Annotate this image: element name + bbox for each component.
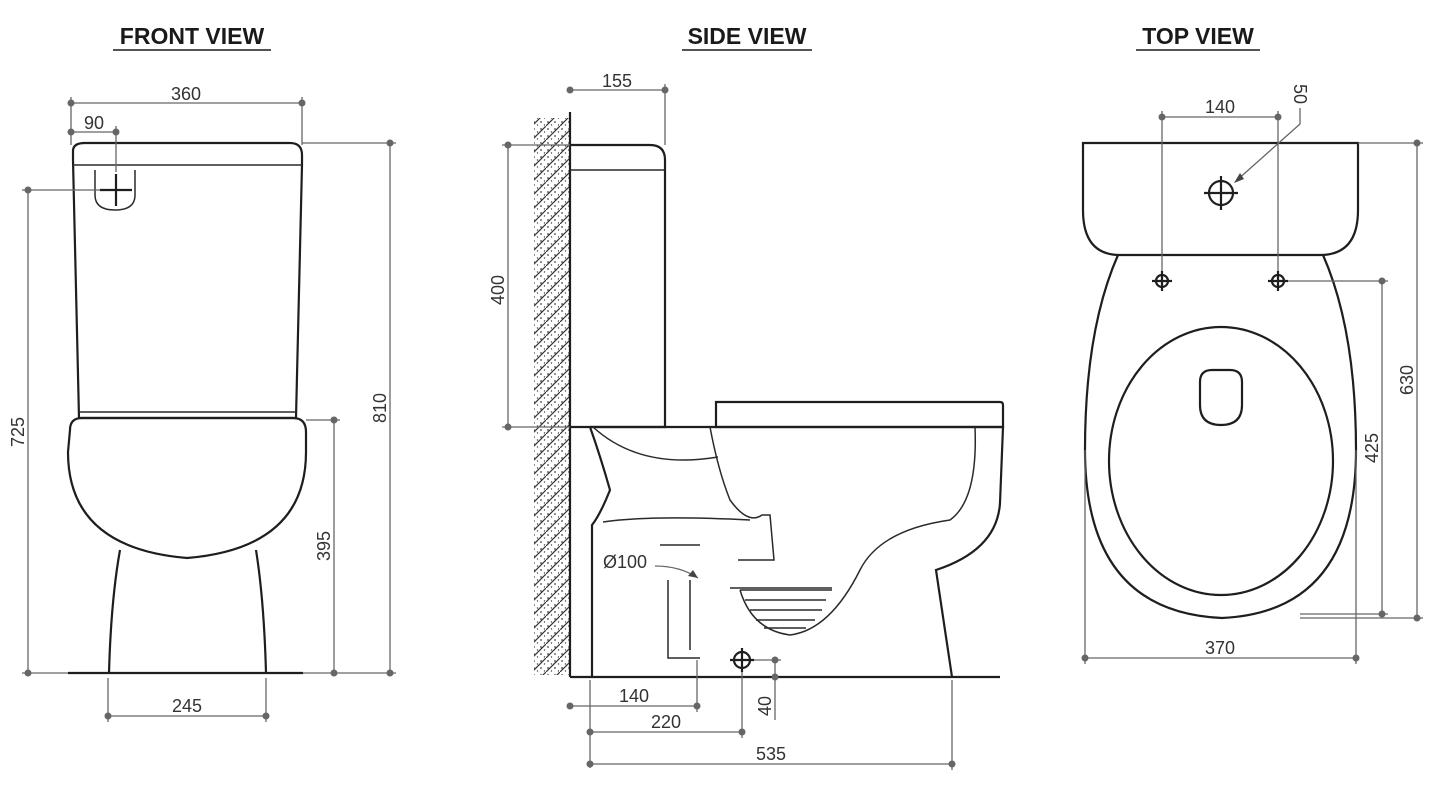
top-seat-opening bbox=[1107, 325, 1335, 597]
dim-side-outlet-height: 40 bbox=[755, 696, 775, 716]
dim-side-cistern-depth: 155 bbox=[602, 71, 632, 91]
top-view: 140 50 630 425 370 bbox=[1081, 84, 1423, 664]
dim-top-hole-spacing: 140 bbox=[1205, 97, 1235, 117]
dim-top-width: 370 bbox=[1205, 638, 1235, 658]
front-pedestal bbox=[107, 549, 122, 674]
side-seat bbox=[714, 400, 1005, 429]
dim-top-overall-length: 630 bbox=[1397, 365, 1417, 395]
side-outlet-marker bbox=[730, 648, 754, 672]
top-inlet-marker bbox=[1204, 176, 1238, 210]
side-cistern bbox=[570, 143, 667, 429]
front-cistern bbox=[71, 141, 304, 420]
top-bolt-hole-right bbox=[1268, 271, 1288, 291]
front-inlet-marker bbox=[100, 174, 132, 206]
front-bowl bbox=[66, 416, 308, 560]
top-bowl-rim bbox=[1083, 254, 1358, 620]
front-view-title: FRONT VIEW bbox=[113, 23, 271, 51]
dim-top-inlet-diameter: 50 bbox=[1290, 84, 1310, 104]
svg-text:TOP VIEW: TOP VIEW bbox=[1142, 23, 1254, 49]
dim-side-outlet-offset: 140 bbox=[619, 686, 649, 706]
dim-front-width: 360 bbox=[171, 84, 201, 104]
dim-front-base-width: 245 bbox=[172, 696, 202, 716]
dim-side-overall-depth: 535 bbox=[756, 744, 786, 764]
dim-side-outlet-diameter: Ø100 bbox=[603, 552, 647, 572]
dim-front-seat-height: 395 bbox=[314, 531, 334, 561]
top-bolt-hole-left bbox=[1152, 271, 1172, 291]
top-flush-button bbox=[1198, 368, 1244, 427]
top-view-title: TOP VIEW bbox=[1136, 23, 1260, 51]
side-bowl bbox=[588, 425, 1005, 678]
top-cistern bbox=[1081, 141, 1360, 257]
front-view: 360 90 810 725 395 245 bbox=[8, 84, 396, 722]
dim-front-overall-height: 810 bbox=[370, 393, 390, 423]
dim-side-outlet-center: 220 bbox=[651, 712, 681, 732]
svg-text:FRONT VIEW: FRONT VIEW bbox=[120, 23, 265, 49]
svg-text:SIDE VIEW: SIDE VIEW bbox=[688, 23, 807, 49]
side-view: Ø100 155 400 140 220 40 bbox=[488, 71, 1005, 770]
dim-front-inlet-offset: 90 bbox=[84, 113, 104, 133]
dim-front-inlet-height: 725 bbox=[8, 417, 28, 447]
dim-top-hole-to-front: 425 bbox=[1362, 433, 1382, 463]
side-view-title: SIDE VIEW bbox=[682, 23, 812, 51]
dim-side-cistern-height: 400 bbox=[488, 275, 508, 305]
